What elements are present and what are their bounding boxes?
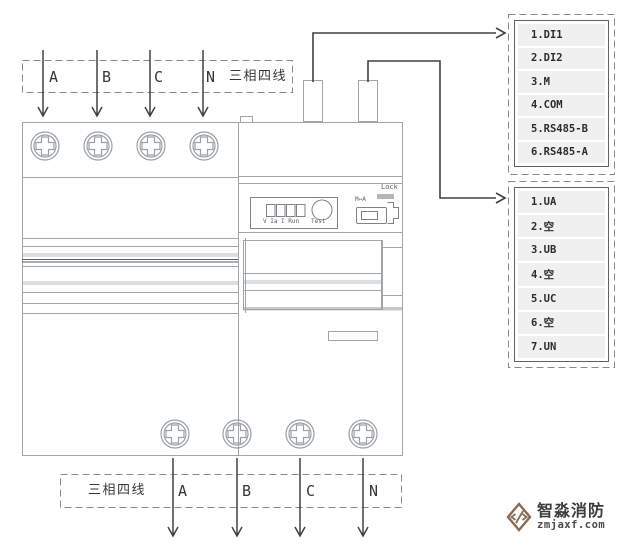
bottom-phase-c: C: [306, 482, 316, 500]
bottom-phase-a: A: [178, 482, 188, 500]
logo-text: 智淼消防 zmjaxf.com: [537, 501, 606, 531]
terminal-list-item: 3.M: [518, 71, 605, 93]
logo-diamond-icon: [506, 502, 532, 532]
top-phase-a: A: [49, 68, 59, 86]
top-plug-right: [358, 80, 378, 122]
terminal-list-item: 6.RS485-A: [518, 141, 605, 163]
lock-label: Lock: [381, 183, 398, 191]
test-button: [311, 199, 333, 221]
bottom-phase-b: B: [242, 482, 252, 500]
signal-terminal-list: 1.DI1 2.DI2 3.M 4.COM 5.RS485-B 6.RS485-…: [514, 20, 609, 167]
top-phase-b: B: [102, 68, 112, 86]
top-phase-arrows: [37, 50, 209, 118]
din-rail-dark-lines: [22, 259, 238, 263]
terminal-list-item: 3.UB: [518, 239, 605, 262]
led-labels: V Ia I Run: [263, 218, 300, 225]
wire-to-voltage-list: [367, 60, 507, 204]
top-phase-frame: [22, 60, 293, 93]
bottom-phase-n: N: [369, 482, 379, 500]
voltage-terminal-list: 1.UA 2.空 3.UB 4.空 5.UC 6.空 7.UN: [514, 187, 609, 362]
bottom-phase-arrows: [167, 458, 369, 538]
logo-brand-name: 智淼消防: [537, 501, 606, 521]
voltage-list-frame: [508, 181, 615, 368]
site-logo: 智淼消防 zmjaxf.com: [506, 502, 605, 532]
led-indicator: [266, 204, 276, 217]
signal-list-frame: [508, 14, 615, 175]
wire-to-signal-list: [312, 27, 507, 82]
test-button-label: Test: [311, 218, 326, 225]
logo-website: zmjaxf.com: [537, 518, 606, 531]
mode-switch-label: M⇔A: [355, 196, 366, 203]
mode-switch: [356, 207, 387, 224]
top-system-label: 三相四线: [229, 69, 288, 84]
bottom-phase-frame: [60, 474, 402, 508]
terminal-list-item: 1.UA: [518, 191, 605, 214]
led-indicator: [296, 204, 306, 217]
meter-body-outline: [22, 80, 403, 456]
led-indicator: [276, 204, 286, 217]
front-panel-details: [250, 197, 399, 229]
terminal-list-item: 5.UC: [518, 287, 605, 310]
terminal-list-item: 7.UN: [518, 335, 605, 358]
terminal-list-item: 2.DI2: [518, 47, 605, 69]
dashed-frames: [22, 14, 615, 508]
bottom-system-label: 三相四线: [88, 483, 147, 498]
terminal-list-item: 5.RS485-B: [518, 118, 605, 140]
top-plug-left: [303, 80, 323, 122]
terminal-list-item: 1.DI1: [518, 24, 605, 46]
terminal-list-item: 4.COM: [518, 94, 605, 116]
terminal-list-item: 2.空: [518, 215, 605, 238]
din-rail-bands: [22, 194, 403, 311]
terminal-wires: [312, 27, 507, 204]
top-phase-n: N: [206, 68, 216, 86]
top-phase-c: C: [154, 68, 164, 86]
terminal-list-item: 4.空: [518, 263, 605, 286]
led-indicator: [286, 204, 296, 217]
led-panel: [250, 197, 338, 229]
terminal-list-item: 6.空: [518, 311, 605, 334]
